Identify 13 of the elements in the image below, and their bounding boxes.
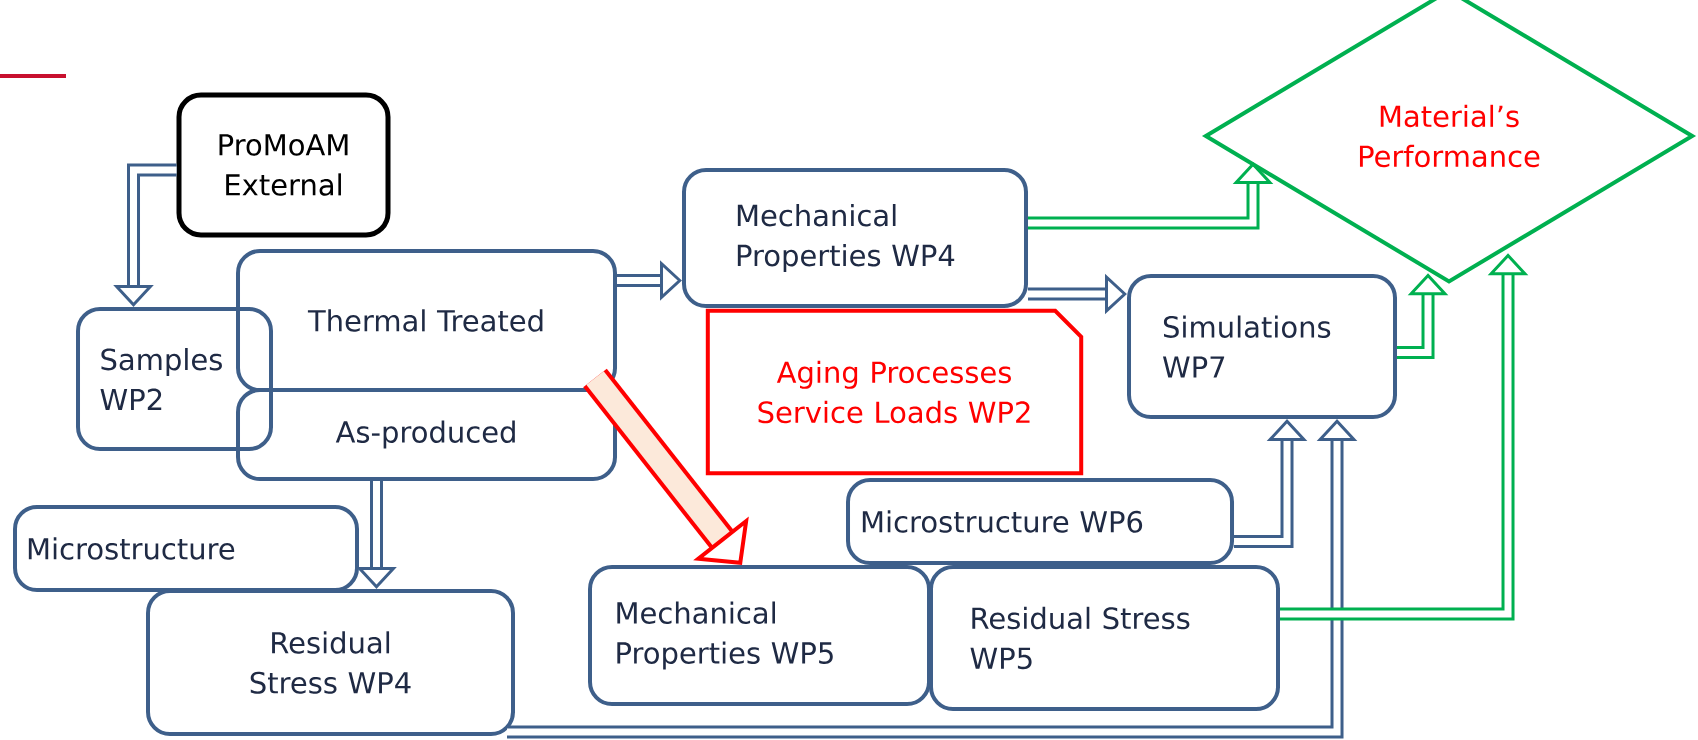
process-box: Residual Stress WP4: [146, 589, 515, 736]
process-box: Simulations WP7: [1127, 274, 1397, 419]
process-box: ProMoAM External: [176, 92, 391, 238]
process-box: As-produced: [236, 388, 617, 481]
process-box: Mechanical Properties WP5: [588, 565, 931, 706]
process-box: Mechanical Properties WP4: [682, 168, 1028, 308]
process-box: Microstructure: [13, 505, 359, 592]
process-box: Microstructure WP6: [846, 478, 1234, 565]
process-box: Thermal Treated: [236, 249, 617, 392]
arrow: [583, 368, 749, 565]
process-box: Samples WP2: [76, 307, 273, 451]
note-box: Aging Processes Service Loads WP2: [705, 308, 1084, 476]
process-box: Residual Stress WP5: [929, 565, 1280, 711]
